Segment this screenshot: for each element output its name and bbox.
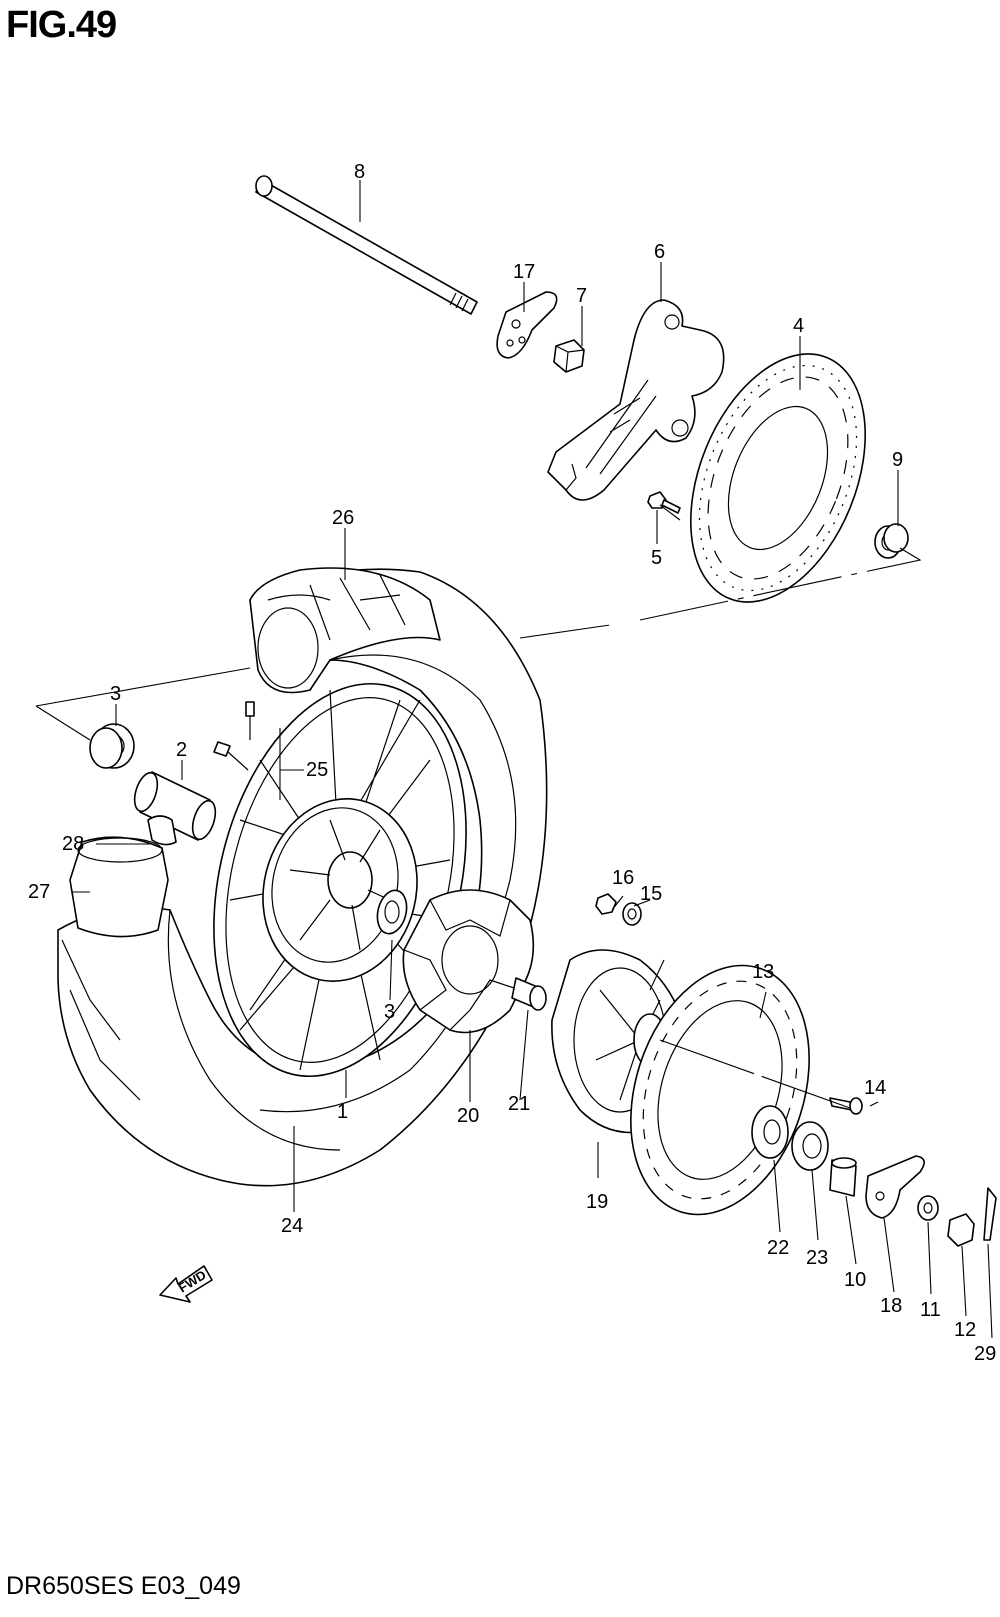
callout-12: 12 [954, 1319, 976, 1341]
callout-3a: 3 [110, 683, 121, 705]
washer-part-11[interactable] [917, 1195, 939, 1221]
nut-part-16[interactable] [595, 893, 617, 915]
callout-18: 18 [880, 1295, 902, 1317]
callout-17: 17 [513, 261, 535, 283]
oil-seal-part-23[interactable] [791, 1121, 829, 1171]
callout-25: 25 [306, 759, 328, 781]
callout-2: 2 [176, 739, 187, 761]
callout-15: 15 [640, 883, 662, 905]
callout-4: 4 [793, 315, 804, 337]
callout-13: 13 [752, 961, 774, 983]
brake-disc-part-4[interactable] [657, 328, 899, 628]
rim-band-part-27[interactable] [69, 836, 169, 938]
bearing-part-22[interactable] [751, 1105, 789, 1159]
figure-title: FIG.49 [6, 4, 117, 46]
nut-part-7[interactable] [553, 339, 585, 373]
caliper-bracket-part-6[interactable] [547, 299, 725, 501]
callout-8: 8 [354, 161, 365, 183]
spacer-part-2[interactable] [130, 770, 219, 842]
callout-6: 6 [654, 241, 665, 263]
callout-28: 28 [62, 833, 84, 855]
callout-10: 10 [844, 1269, 866, 1291]
callout-14: 14 [864, 1077, 886, 1099]
tire-tread-part-26[interactable] [249, 567, 441, 694]
callout-29: 29 [974, 1343, 996, 1365]
cotter-pin-part-29[interactable] [983, 1187, 997, 1241]
callout-leaders [72, 180, 993, 1339]
callout-1: 1 [337, 1101, 348, 1123]
bolt-part-5[interactable] [647, 491, 681, 514]
callout-24: 24 [281, 1215, 303, 1237]
chain-adjuster-part-17[interactable] [496, 291, 558, 359]
collar-part-21[interactable] [511, 977, 547, 1011]
callout-20: 20 [457, 1105, 479, 1127]
callout-26: 26 [332, 507, 354, 529]
callout-11: 11 [920, 1299, 941, 1321]
callout-19: 19 [586, 1191, 608, 1213]
callout-27: 27 [28, 881, 50, 903]
callout-labels: 8 17 7 6 4 9 5 26 3 2 25 28 27 3 1 24 20… [28, 161, 996, 1365]
callout-21: 21 [508, 1093, 530, 1115]
callout-3b: 3 [384, 1001, 395, 1023]
tube-part-28[interactable] [147, 815, 177, 846]
fwd-arrow-icon: FWD [159, 1265, 213, 1303]
valve-part-25[interactable] [213, 701, 255, 771]
castle-nut-part-12[interactable] [947, 1213, 975, 1247]
damper-part-9[interactable] [874, 523, 909, 559]
callout-22: 22 [767, 1237, 789, 1259]
callout-7: 7 [576, 285, 587, 307]
callout-9: 9 [892, 449, 903, 471]
rear-tire-part-24[interactable] [57, 568, 548, 1187]
spacer-part-10[interactable] [829, 1157, 857, 1197]
callout-23: 23 [806, 1247, 828, 1269]
bearing-part-3a[interactable] [89, 723, 135, 769]
rear-axle-part-8[interactable] [255, 175, 478, 315]
callout-16: 16 [612, 867, 634, 889]
footer-code: DR650SES E03_049 [6, 1572, 241, 1600]
callout-5: 5 [651, 547, 662, 569]
bearing-part-3b[interactable] [373, 887, 411, 936]
chain-adjuster-part-18[interactable] [865, 1155, 925, 1219]
alignment-lines [35, 504, 922, 1109]
washer-part-15[interactable] [622, 902, 642, 926]
